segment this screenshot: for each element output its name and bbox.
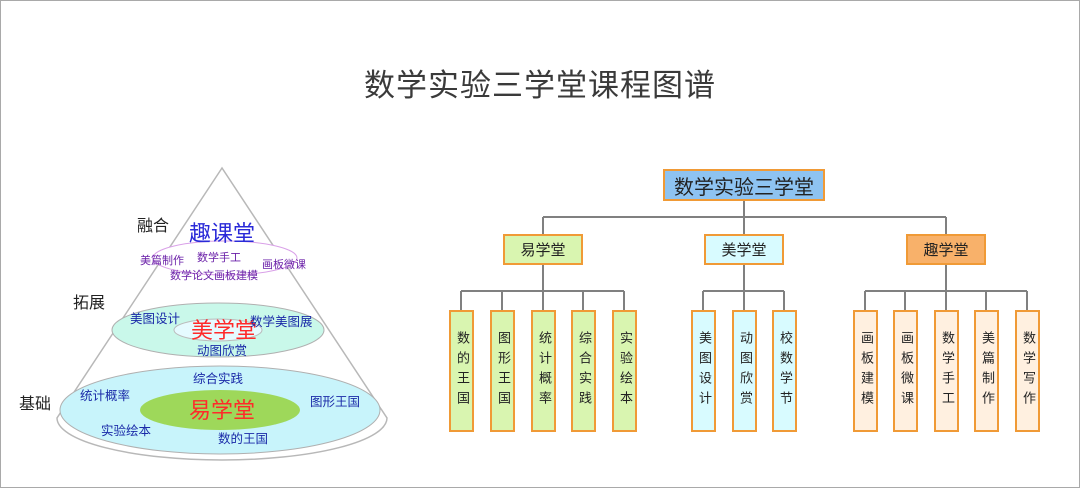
branch-box-yi: 易学堂: [503, 234, 583, 265]
leaf-box: 图形王国: [490, 310, 515, 432]
course-label: 数的王国: [218, 431, 268, 446]
course-label: 数学美图展: [250, 314, 313, 329]
leaf-box: 校数学节: [772, 310, 797, 432]
course-label: 图形王国: [310, 394, 360, 409]
course-label: 实验绘本: [101, 423, 152, 438]
course-label: 画板微课: [262, 257, 306, 271]
course-label: 综合实践: [193, 371, 244, 386]
tree-root-box: 数学实验三学堂: [663, 169, 825, 201]
leaf-box: 美篇制作: [974, 310, 999, 432]
tier-label-extend: 拓展: [73, 293, 105, 312]
tier-label-fusion: 融合: [137, 216, 169, 235]
tree-connectors: [460, 201, 1028, 310]
fusion-ellipse: [152, 240, 298, 276]
hall-qu: 趣课堂: [189, 222, 255, 247]
leaf-box: 数的王国: [449, 310, 474, 432]
course-label: 美图设计: [130, 311, 180, 326]
leaf-box: 动图欣赏: [732, 310, 757, 432]
base-core-ellipse: [140, 390, 300, 430]
course-label: 数学手工: [197, 250, 241, 264]
leaf-box: 实验绘本: [612, 310, 637, 432]
branch-box-mei: 美学堂: [704, 234, 784, 265]
course-label: 美篇制作: [140, 253, 184, 267]
course-label: 统计概率: [80, 388, 130, 403]
leaf-box: 综合实践: [571, 310, 596, 432]
branch-box-qu: 趣学堂: [906, 234, 986, 265]
course-label: 动图欣赏: [197, 343, 247, 358]
hall-yi: 易学堂: [189, 399, 255, 424]
leaf-box: 统计概率: [531, 310, 556, 432]
course-label: 数学论文画板建模: [170, 268, 258, 282]
extend-core-ellipse: [173, 318, 263, 342]
tier-label-base: 基础: [19, 394, 51, 413]
leaf-box: 数学手工: [934, 310, 959, 432]
page-title: 数学实验三学堂课程图谱: [364, 68, 716, 104]
leaf-box: 画板建模: [853, 310, 878, 432]
leaf-box: 画板微课: [893, 310, 918, 432]
leaf-box: 美图设计: [691, 310, 716, 432]
hall-mei: 美学堂: [191, 319, 257, 344]
leaf-box: 数学写作: [1015, 310, 1040, 432]
